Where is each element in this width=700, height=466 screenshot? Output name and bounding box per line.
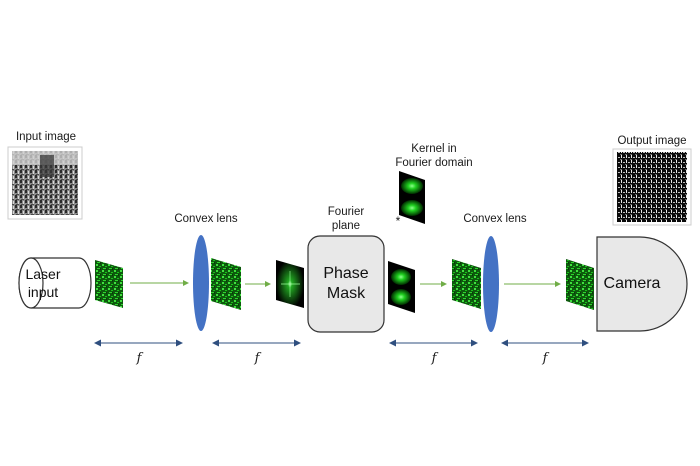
laser-input-source [18, 257, 92, 309]
laser-label-line1: Laser [25, 266, 61, 282]
phase-mask-box [307, 235, 385, 333]
green-field-before-lens-2 [452, 259, 481, 309]
convolution-symbol: * [395, 214, 401, 228]
kernel-label-line1: Kernel in [411, 143, 457, 155]
focal-length-label-3: f [431, 351, 437, 366]
convex-lens-1-label: Convex lens [174, 213, 238, 225]
fourier-plane-label-line1: Fourier [327, 206, 365, 218]
output-image-label: Output image [617, 135, 687, 147]
convex-lens-1 [193, 235, 209, 331]
laser-label-line2: input [27, 284, 59, 300]
phase-mask-label-line1: Phase [323, 265, 369, 282]
focal-length-label-1: f [136, 351, 142, 366]
kernel-label-line2: Fourier domain [395, 157, 473, 169]
green-field-input [95, 260, 123, 308]
masked-spectrum-field [388, 261, 415, 313]
green-field-after-lens [211, 258, 241, 310]
input-image-label: Input image [15, 131, 77, 143]
input-image-photo [7, 146, 83, 220]
output-image-photo [612, 148, 692, 226]
camera-device [596, 236, 688, 332]
green-field-output [566, 259, 594, 310]
focal-length-label-2: f [254, 351, 260, 366]
convex-lens-2 [483, 236, 499, 332]
kernel-fourier-image [399, 171, 425, 224]
focal-length-label-4: f [542, 351, 548, 366]
camera-label: Camera [603, 275, 661, 292]
fourier-spectrum-field [276, 260, 304, 308]
convex-lens-2-label: Convex lens [463, 213, 527, 225]
fourier-plane-label-line2: plane [331, 220, 361, 232]
phase-mask-label-line2: Mask [326, 285, 366, 302]
